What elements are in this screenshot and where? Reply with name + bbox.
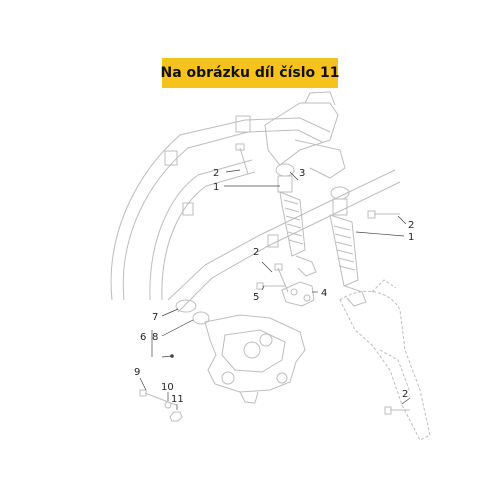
- leader-dot: [170, 354, 174, 358]
- callout-2-right: 2: [408, 220, 414, 231]
- callout-3: 3: [299, 168, 305, 179]
- swingarm-mount: [204, 314, 306, 404]
- callout-10: 10: [161, 382, 174, 393]
- callout-2-mid: 2: [253, 247, 259, 258]
- bolts: [139, 143, 410, 415]
- frame-tubes: [110, 115, 401, 313]
- leader-lines: [139, 169, 411, 410]
- callout-8: 8: [152, 332, 158, 343]
- callout-11: 11: [171, 394, 184, 405]
- shock-absorber-right: [329, 186, 367, 307]
- callout-7: 7: [152, 312, 158, 323]
- callout-2-bottom: 2: [402, 389, 408, 400]
- shock-bracket: [281, 281, 315, 307]
- nut: [169, 411, 183, 422]
- callout-2-top: 2: [213, 168, 219, 179]
- part-title-banner: Na obrázku díl číslo 11: [160, 58, 340, 88]
- callout-4: 4: [321, 288, 327, 299]
- frame-bracket: [264, 91, 346, 179]
- callout-9: 9: [134, 367, 140, 378]
- callout-1-right: 1: [408, 232, 414, 243]
- bushing: [192, 311, 210, 325]
- washer: [164, 401, 172, 409]
- callout-6: 6: [140, 332, 146, 343]
- callout-1-top: 1: [213, 182, 219, 193]
- part-title: Na obrázku díl číslo 11: [160, 65, 340, 81]
- seal-ring: [175, 299, 197, 313]
- rear-fender: [339, 279, 431, 441]
- shock-absorber-left: [275, 163, 317, 277]
- callout-5: 5: [253, 292, 259, 303]
